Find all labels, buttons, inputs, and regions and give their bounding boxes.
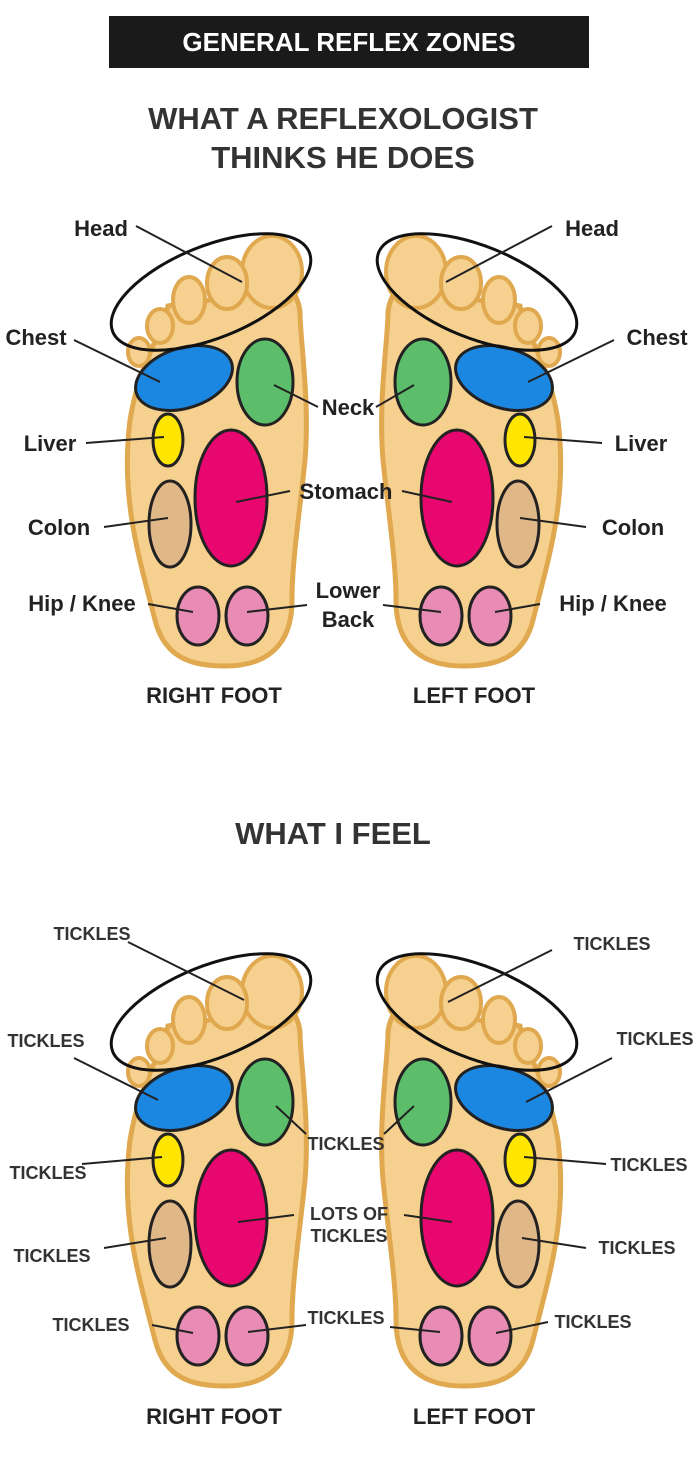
s2-label-stomach-line1: LOTS OF bbox=[310, 1204, 388, 1224]
s2-label-lower-back: TICKLES bbox=[307, 1308, 384, 1328]
label-hip-knee-left-foot: Hip / Knee bbox=[559, 591, 667, 616]
s2-label-head-left-foot: TICKLES bbox=[573, 934, 650, 954]
section2-title: WHAT I FEEL bbox=[235, 816, 431, 851]
section1-leader-lines bbox=[73, 225, 615, 613]
section2-left-foot-caption: LEFT FOOT bbox=[413, 1404, 536, 1429]
label-liver-left-foot: Liver bbox=[615, 431, 668, 456]
label-stomach: Stomach bbox=[300, 479, 393, 504]
label-head-right-foot: Head bbox=[74, 216, 128, 241]
label-colon-right-foot: Colon bbox=[28, 515, 90, 540]
section2-right-foot-caption: RIGHT FOOT bbox=[146, 1404, 282, 1429]
s2-label-hip-knee-right-foot: TICKLES bbox=[52, 1315, 129, 1335]
section1-right-foot-caption: RIGHT FOOT bbox=[146, 683, 282, 708]
s2-label-stomach-line2: TICKLES bbox=[310, 1226, 387, 1246]
label-neck: Neck bbox=[322, 395, 375, 420]
s2-label-liver-left-foot: TICKLES bbox=[610, 1155, 687, 1175]
s2-label-liver-right-foot: TICKLES bbox=[9, 1163, 86, 1183]
label-chest-left-foot: Chest bbox=[626, 325, 688, 350]
s2-label-chest-left-foot: TICKLES bbox=[616, 1029, 693, 1049]
label-head-left-foot: Head bbox=[565, 216, 619, 241]
section1-title-line2: THINKS HE DOES bbox=[211, 140, 475, 175]
s2-label-colon-left-foot: TICKLES bbox=[598, 1238, 675, 1258]
label-lower-back-line1: Lower bbox=[316, 578, 381, 603]
section1-left-foot bbox=[361, 210, 592, 666]
section1-left-foot-caption: LEFT FOOT bbox=[413, 683, 536, 708]
banner-title: GENERAL REFLEX ZONES bbox=[182, 27, 515, 57]
s2-label-colon-right-foot: TICKLES bbox=[13, 1246, 90, 1266]
s2-label-chest-right-foot: TICKLES bbox=[7, 1031, 84, 1051]
s2-label-neck: TICKLES bbox=[307, 1134, 384, 1154]
section2-right-foot bbox=[95, 930, 326, 1386]
label-lower-back-line2: Back bbox=[322, 607, 375, 632]
banner-background bbox=[109, 16, 589, 68]
label-colon-left-foot: Colon bbox=[602, 515, 664, 540]
s2-label-hip-knee-left-foot: TICKLES bbox=[554, 1312, 631, 1332]
section1-title-line1: WHAT A REFLEXOLOGIST bbox=[148, 101, 538, 136]
label-hip-knee-right-foot: Hip / Knee bbox=[28, 591, 136, 616]
s2-label-head-right-foot: TICKLES bbox=[53, 924, 130, 944]
label-chest-right-foot: Chest bbox=[5, 325, 67, 350]
section2-leader-lines bbox=[73, 941, 613, 1334]
label-liver-right-foot: Liver bbox=[24, 431, 77, 456]
